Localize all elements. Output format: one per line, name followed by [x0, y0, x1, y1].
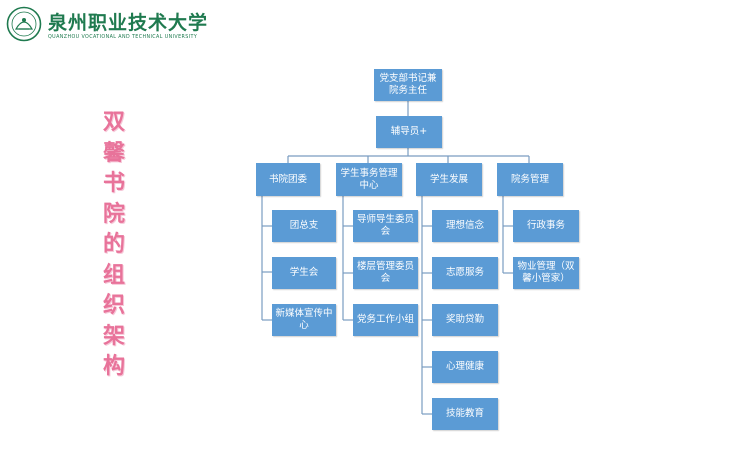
node-sub-unit: 楼层管理委员会	[353, 257, 418, 289]
node-sub-unit: 新媒体宣传中心	[272, 304, 336, 336]
node-sub-unit: 物业管理（双馨小管家）	[513, 257, 579, 289]
node-root: 党支部书记兼院务主任	[374, 69, 442, 101]
node-sub-unit: 奖助贷勤	[432, 304, 498, 336]
node-department: 书院团委	[256, 163, 320, 196]
school-name: 泉州职业技术大学	[48, 12, 209, 34]
node-sub-unit: 行政事务	[513, 210, 579, 242]
node-counselor: 辅导员+	[376, 116, 442, 148]
node-department: 学生发展	[416, 163, 482, 196]
node-sub-unit: 导师导生委员会	[353, 210, 418, 242]
node-sub-unit: 技能教育	[432, 398, 498, 430]
node-sub-unit: 团总支	[272, 210, 336, 242]
node-sub-unit: 学生会	[272, 257, 336, 289]
node-sub-unit: 志愿服务	[432, 257, 498, 289]
page-title: 双馨书院的组织架构	[102, 110, 125, 379]
school-seal-icon	[6, 6, 42, 42]
school-logo: 泉州职业技术大学 QUANZHOU VOCATIONAL AND TECHNIC…	[6, 6, 209, 46]
node-department: 学生事务管理中心	[336, 163, 402, 196]
node-department: 院务管理	[497, 163, 563, 196]
school-name-english: QUANZHOU VOCATIONAL AND TECHNICAL UNIVER…	[48, 35, 198, 40]
node-sub-unit: 心理健康	[432, 351, 498, 383]
node-sub-unit: 党务工作小组	[353, 304, 418, 336]
node-sub-unit: 理想信念	[432, 210, 498, 242]
